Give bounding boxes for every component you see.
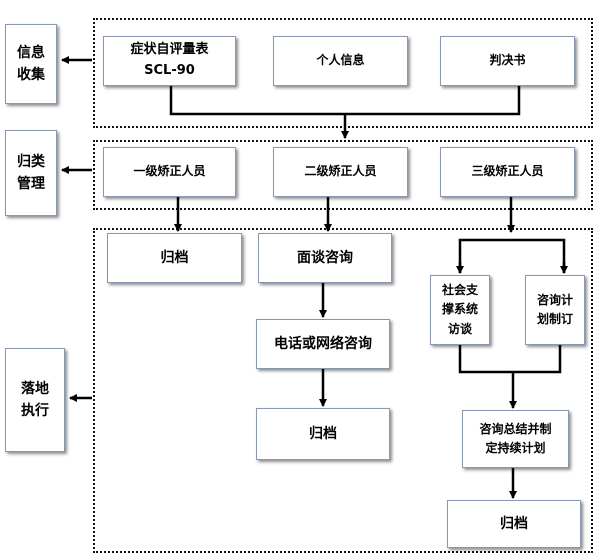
side-label-execute-text: 落地 执行 — [21, 380, 49, 419]
side-label-info-text: 信息 收集 — [17, 44, 45, 83]
node-archive-2: 归档 — [256, 408, 390, 460]
connector-section1-merge — [169, 86, 521, 116]
node-personal-info-label: 个人信息 — [316, 53, 365, 68]
node-archive-1-label: 归档 — [160, 249, 189, 266]
connector-level3-branch — [458, 238, 566, 273]
section-execution — [93, 228, 593, 553]
node-consult-plan-label: 咨询计 划制订 — [536, 292, 573, 326]
node-interview-label: 面谈咨询 — [297, 249, 353, 266]
node-level2: 二级矫正人员 — [273, 147, 408, 197]
node-verdict: 判决书 — [440, 36, 575, 86]
section-classification — [93, 140, 593, 210]
section-info-collection — [93, 18, 593, 128]
side-label-info-collection: 信息 收集 — [5, 24, 57, 104]
side-label-classify-text: 归类 管理 — [17, 153, 45, 192]
side-label-classification: 归类 管理 — [5, 130, 57, 216]
node-social-support-label: 社会支 撑系统 访谈 — [441, 283, 478, 336]
node-level1: 一级矫正人员 — [103, 147, 236, 197]
node-consult-plan: 咨询计 划制订 — [525, 275, 585, 345]
node-scl90: 症状自评量表 SCL-90 — [103, 36, 236, 86]
node-summary-plan-label: 咨询总结并制 定持续计划 — [479, 421, 552, 455]
node-archive-3-label: 归档 — [500, 515, 528, 532]
node-phone-network-label: 电话或网络咨询 — [274, 335, 372, 352]
node-level1-label: 一级矫正人员 — [133, 164, 206, 179]
node-social-support: 社会支 撑系统 访谈 — [430, 275, 490, 345]
node-level3-label: 三级矫正人员 — [471, 164, 544, 179]
node-scl90-label: 症状自评量表 SCL-90 — [130, 42, 209, 78]
node-personal-info: 个人信息 — [273, 36, 408, 86]
node-verdict-label: 判决书 — [489, 53, 526, 68]
node-archive-1: 归档 — [107, 233, 242, 283]
node-interview: 面谈咨询 — [258, 233, 392, 283]
node-level3: 三级矫正人员 — [440, 147, 575, 197]
node-archive-3: 归档 — [447, 500, 581, 548]
side-label-execution: 落地 执行 — [5, 348, 65, 452]
node-phone-network: 电话或网络咨询 — [256, 319, 390, 369]
node-level2-label: 二级矫正人员 — [304, 164, 377, 179]
connector-level3-merge — [458, 345, 562, 374]
node-summary-plan: 咨询总结并制 定持续计划 — [462, 410, 569, 468]
node-archive-2-label: 归档 — [309, 425, 337, 442]
